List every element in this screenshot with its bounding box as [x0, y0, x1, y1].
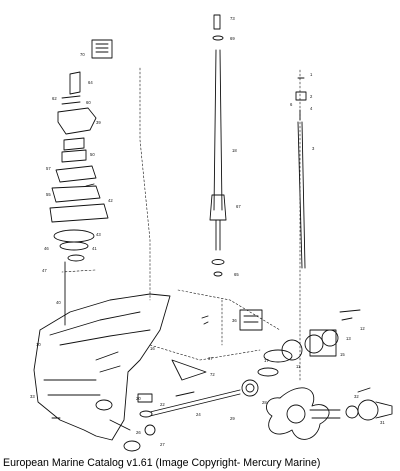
callout-pump-base: 39 [96, 120, 101, 125]
callout-seal-right-c: 12 [360, 326, 365, 331]
callout-anode: 37 [208, 356, 213, 361]
copyright-caption: European Marine Catalog v1.61 (Image Cop… [3, 457, 321, 469]
callout-washer-a: 47 [42, 268, 47, 273]
callout-pinion: 26 [136, 430, 141, 435]
callout-gear-b: 22 [160, 402, 165, 407]
callout-driveshaft: 18 [232, 148, 237, 153]
callout-shaft-seal: 69 [230, 36, 235, 41]
callout-numbers: 73 69 18 67 65 70 64 62 60 39 50 57 55 4… [30, 16, 385, 447]
callout-fin: 72 [210, 372, 215, 377]
callout-plate-b: 42 [108, 198, 113, 203]
callout-impeller-a: 50 [90, 152, 95, 157]
callout-prop-washer: 32 [354, 394, 359, 399]
callout-housing-c: 16 [150, 346, 155, 351]
callout-bearing-a: 11 [296, 364, 301, 369]
callout-oring-a: 46 [44, 246, 49, 251]
callout-gear-d: 29 [230, 416, 235, 421]
callout-shift-d: 6 [290, 102, 293, 107]
callout-shift-c: 4 [310, 106, 313, 111]
callout-shift-a: 1 [310, 72, 313, 77]
driveshaft [209, 14, 227, 277]
callout-housing-a: 10 [36, 342, 41, 347]
callout-shaft-lower-b: 65 [234, 272, 239, 277]
gearcase-housing [33, 293, 171, 441]
propshaft-assembly [123, 309, 339, 452]
callout-bushing: 64 [88, 80, 93, 85]
callout-seal-right-b: 15 [340, 352, 345, 357]
callout-decal-right: 36 [232, 318, 237, 323]
water-pump-stack [49, 39, 113, 326]
propeller [266, 387, 393, 440]
callout-shift-rod: 40 [56, 300, 61, 305]
callout-bearing-b: 17 [264, 358, 269, 363]
callout-clip: 20 [136, 396, 141, 401]
shift-rod-assembly [295, 77, 307, 269]
callout-shift-b: 2 [310, 94, 313, 99]
callout-gear-c: 24 [196, 412, 201, 417]
callout-housing-b: 33 [30, 394, 35, 399]
callout-impeller-b: 57 [46, 166, 51, 171]
callout-shaft-top: 73 [230, 16, 235, 21]
dashed-guide-lines [61, 67, 301, 381]
fasteners [51, 183, 371, 419]
callout-shaft-lower-a: 67 [236, 204, 241, 209]
callout-prop-nut: 31 [380, 420, 385, 425]
callout-seal-right-a: 13 [346, 336, 351, 341]
callout-plate-a: 55 [46, 192, 51, 197]
callout-oring-b: 41 [92, 246, 97, 251]
callout-prop-shaft: 28 [262, 400, 267, 405]
callout-screw-b: 60 [86, 100, 91, 105]
callout-gear-a: 27 [160, 442, 165, 447]
diagram-drawing: 73 69 18 67 65 70 64 62 60 39 50 57 55 4… [30, 14, 393, 452]
callout-screw-a: 62 [52, 96, 57, 101]
callout-decal-top: 70 [80, 52, 85, 57]
callout-seal-a: 43 [96, 232, 101, 237]
callout-shift-rod-right: 3 [312, 146, 315, 151]
exploded-parts-diagram: 73 69 18 67 65 70 64 62 60 39 50 57 55 4… [30, 14, 393, 452]
